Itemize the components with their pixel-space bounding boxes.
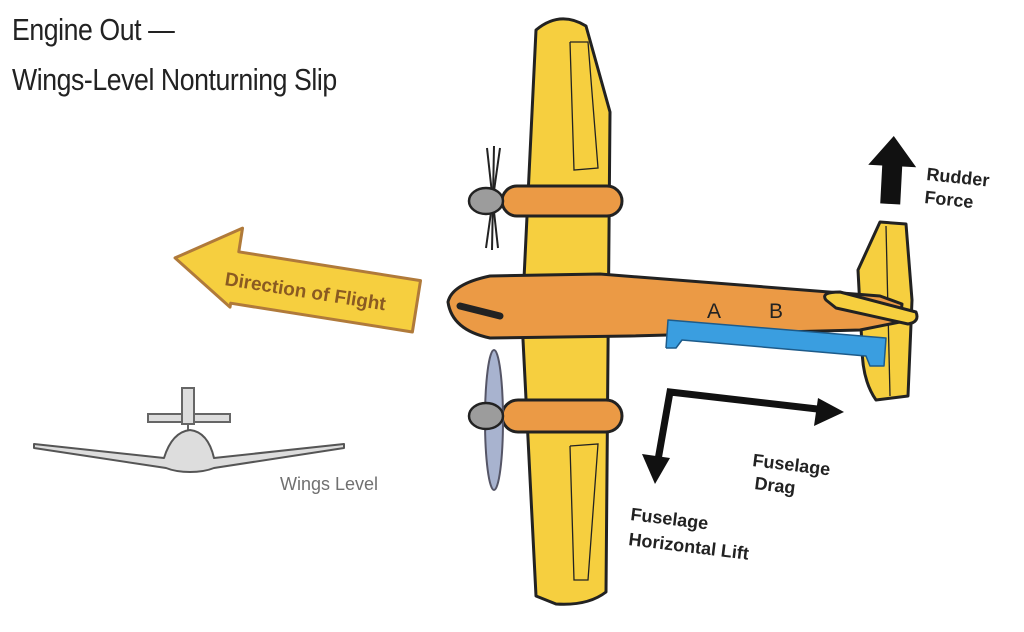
fuselage-lift-label-line1: Fuselage	[630, 504, 710, 533]
feathered-propeller	[467, 145, 505, 251]
upper-flap	[569, 41, 599, 171]
point-a-label: A	[707, 300, 721, 323]
wings-level-front-view	[33, 387, 345, 473]
nose-stripe	[456, 302, 504, 320]
fuselage-lift-arrowhead	[642, 454, 670, 484]
fuselage-drag-label-line2: Drag	[754, 473, 797, 498]
diagram-title-line2: Wings-Level Nonturning Slip	[12, 62, 337, 97]
right-engine-nacelle	[500, 398, 624, 434]
point-b-label: B	[769, 300, 783, 323]
twin-engine-airplane: A B	[446, 17, 919, 606]
direction-of-flight-arrow: Direction of Flight	[173, 226, 423, 334]
fuselage-lift-label-line2: Horizontal Lift	[628, 529, 751, 564]
vertical-fin	[823, 290, 919, 326]
windmilling-propeller	[467, 349, 505, 491]
rudder-force-arrow	[868, 136, 917, 205]
fuselage-force-arrows	[642, 388, 844, 484]
rudder-force-label-line2: Force	[924, 187, 975, 212]
lower-flap	[569, 443, 599, 581]
wings-level-label: Wings Level	[280, 474, 378, 494]
rudder-force-label-line1: Rudder	[926, 164, 991, 190]
diagram-title-line1: Engine Out —	[12, 12, 175, 47]
left-engine-nacelle	[500, 184, 624, 218]
fuselage-drag-arrowhead	[814, 398, 844, 426]
blue-bar-outline	[665, 319, 887, 367]
